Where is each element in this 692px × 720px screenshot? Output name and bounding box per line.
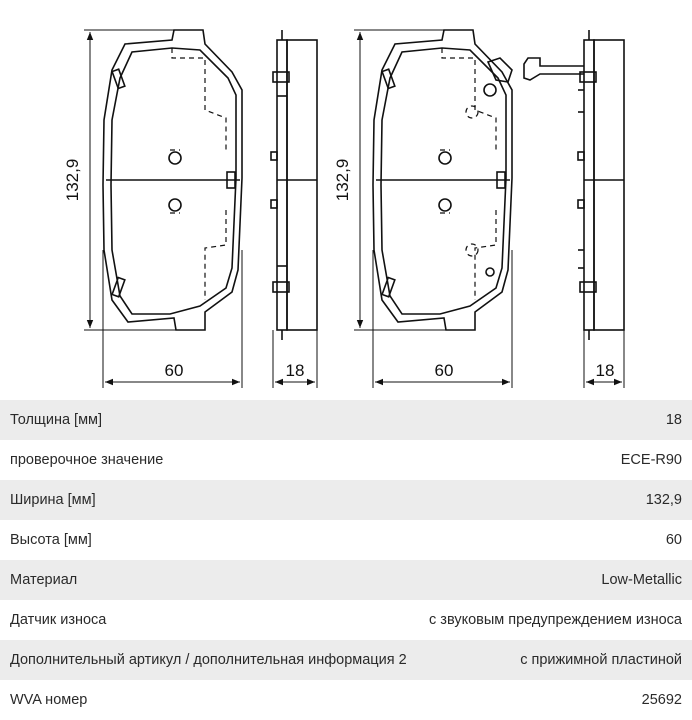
spec-value: с звуковым предупреждением износа bbox=[418, 600, 692, 640]
right-thickness-label: 18 bbox=[596, 361, 615, 380]
table-row: Высота [мм] 60 bbox=[0, 520, 692, 560]
spec-label: проверочное значение bbox=[0, 440, 419, 480]
right-pad-hidden-lines bbox=[440, 48, 497, 300]
spec-label: WVA номер bbox=[0, 680, 419, 720]
left-width-label: 60 bbox=[165, 361, 184, 380]
spec-value: 18 bbox=[418, 400, 692, 440]
left-thickness-label: 18 bbox=[286, 361, 305, 380]
spec-label: Толщина [мм] bbox=[0, 400, 419, 440]
left-height-dimension bbox=[84, 29, 176, 331]
left-pad-side-view bbox=[270, 30, 318, 340]
left-pad-hidden-lines bbox=[170, 48, 227, 300]
spec-label: Ширина [мм] bbox=[0, 480, 419, 520]
table-row: Ширина [мм] 132,9 bbox=[0, 480, 692, 520]
right-height-dimension bbox=[354, 29, 446, 331]
table-row: Толщина [мм] 18 bbox=[0, 400, 692, 440]
right-thickness-dimension bbox=[583, 330, 625, 388]
right-pad-front-view bbox=[372, 29, 513, 331]
right-pad-side-view bbox=[523, 30, 625, 340]
right-width-label: 60 bbox=[435, 361, 454, 380]
table-row: Датчик износа с звуковым предупреждением… bbox=[0, 600, 692, 640]
table-row: WVA номер 25692 bbox=[0, 680, 692, 720]
spec-label: Датчик износа bbox=[0, 600, 419, 640]
left-pad-front-view bbox=[102, 29, 243, 331]
spec-label: Материал bbox=[0, 560, 419, 600]
table-row: Дополнительный артикул / дополнительная … bbox=[0, 640, 692, 680]
spec-value: Low-Metallic bbox=[418, 560, 692, 600]
left-thickness-dimension bbox=[272, 330, 318, 388]
spec-value: ECE-R90 bbox=[418, 440, 692, 480]
spec-value: 132,9 bbox=[418, 480, 692, 520]
spec-label: Высота [мм] bbox=[0, 520, 419, 560]
brake-pad-drawing: 132,9 60 18 bbox=[63, 29, 625, 388]
table-row: Материал Low-Metallic bbox=[0, 560, 692, 600]
left-height-label: 132,9 bbox=[63, 159, 82, 202]
spec-table: Толщина [мм] 18 проверочное значение ECE… bbox=[0, 400, 692, 720]
table-row: проверочное значение ECE-R90 bbox=[0, 440, 692, 480]
spec-label: Дополнительный артикул / дополнительная … bbox=[0, 640, 419, 680]
spec-value: 60 bbox=[418, 520, 692, 560]
technical-drawing-svg: 132,9 60 18 bbox=[63, 29, 625, 388]
right-width-dimension bbox=[372, 250, 513, 388]
left-width-dimension bbox=[102, 250, 243, 388]
right-height-label: 132,9 bbox=[333, 159, 352, 202]
spec-value: с прижимной пластиной bbox=[418, 640, 692, 680]
spec-value: 25692 bbox=[418, 680, 692, 720]
